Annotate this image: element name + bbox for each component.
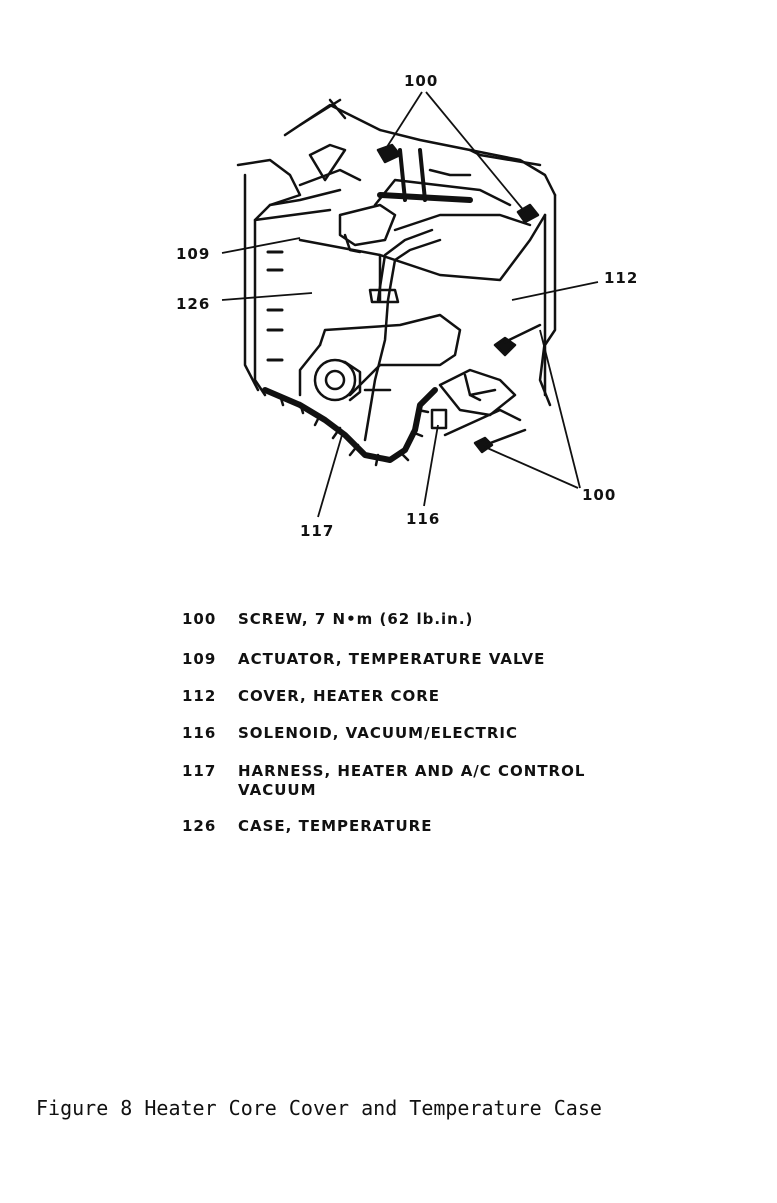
legend-description: SOLENOID, VACUUM/ELECTRIC (238, 724, 519, 742)
callout-117: 117 (300, 522, 335, 540)
callout-100-bottom: 100 (582, 486, 617, 504)
legend-description: HARNESS, HEATER AND A/C CONTROL VACUUM (238, 762, 586, 799)
leader-117 (317, 434, 343, 518)
legend-number: 109 (182, 650, 217, 668)
figure-caption: Figure 8 Heater Core Cover and Temperatu… (36, 1096, 602, 1120)
legend-description: SCREW, 7 N•m (62 lb.in.) (238, 610, 474, 628)
callout-112: 112 (604, 269, 639, 287)
leader-100-top-b (425, 91, 526, 213)
legend-number: 116 (182, 724, 217, 742)
leader-109 (221, 237, 301, 254)
callout-109: 109 (176, 245, 211, 263)
legend-description: COVER, HEATER CORE (238, 687, 441, 705)
heater-case-illustration (221, 91, 599, 518)
legend-number: 112 (182, 687, 217, 705)
heater-case-diagram: 100 109 126 112 100 117 116 (0, 0, 777, 560)
legend-number: 117 (182, 762, 217, 780)
callout-126: 126 (176, 295, 211, 313)
legend-description: CASE, TEMPERATURE (238, 817, 433, 835)
leader-112 (511, 281, 599, 301)
leader-100-top-a (384, 91, 423, 151)
callout-116: 116 (406, 510, 441, 528)
leader-100-bottom-a (539, 329, 581, 489)
leader-116 (423, 424, 439, 507)
legend-number: 100 (182, 610, 217, 628)
legend-description: ACTUATOR, TEMPERATURE VALVE (238, 650, 546, 668)
leader-100-bottom-b (484, 446, 579, 489)
legend-number: 126 (182, 817, 217, 835)
callout-100-top: 100 (404, 72, 439, 90)
leader-126 (221, 292, 313, 301)
